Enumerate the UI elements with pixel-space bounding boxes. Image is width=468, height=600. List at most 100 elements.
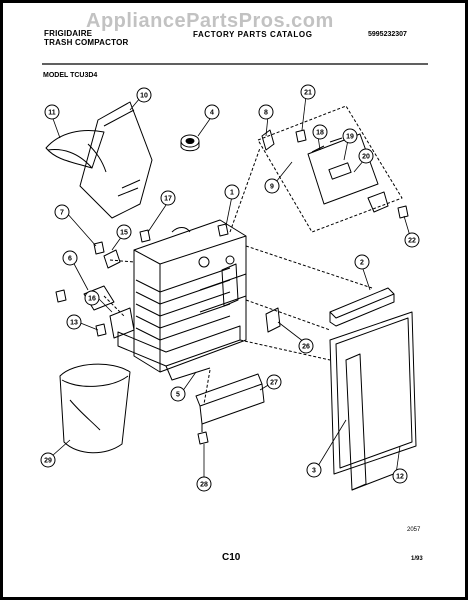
callout-circle — [264, 178, 280, 194]
part-9-door-frame — [345, 353, 405, 491]
model-label: MODEL TCU3D4 — [43, 72, 98, 79]
callout-16: 16 — [84, 290, 100, 306]
callout-29: 29 — [40, 452, 56, 468]
callout-13: 13 — [66, 314, 82, 330]
part-17-strip — [109, 307, 135, 339]
callout-layer: 1234567891011121315161718192021222627282… — [40, 84, 420, 492]
callout-circle — [358, 148, 374, 164]
callout-number: 19 — [346, 134, 354, 141]
part-13-door-panel — [329, 311, 417, 475]
callout-20: 20 — [358, 148, 374, 164]
callout-21: 21 — [300, 84, 316, 100]
callout-circle — [136, 87, 152, 103]
callout-circle — [44, 104, 60, 120]
callout-circle — [306, 462, 322, 478]
part-15-clip — [103, 249, 121, 269]
callout-number: 4 — [210, 110, 214, 117]
callout-8: 8 — [258, 104, 274, 120]
watermark: AppliancePartsPros.com — [86, 10, 334, 32]
callout-number: 20 — [362, 154, 370, 161]
part-4-knob — [180, 134, 200, 152]
page-id: C10 — [222, 552, 241, 563]
callout-19: 19 — [342, 128, 358, 144]
callout-number: 9 — [270, 184, 274, 191]
part-27-toe-panel — [195, 373, 265, 425]
part-12-lid — [45, 130, 105, 169]
drawing-number: 2057 — [407, 527, 421, 533]
part-2-handle — [329, 287, 395, 327]
part-1-housing — [133, 219, 247, 373]
revision-date: 1/93 — [411, 556, 423, 562]
callout-15: 15 — [116, 224, 132, 240]
callout-9: 9 — [264, 178, 280, 194]
callout-number: 5 — [176, 392, 180, 399]
callout-6: 6 — [62, 250, 78, 266]
product-label: TRASH COMPACTOR — [44, 38, 129, 47]
catalog-number: 5995232307 — [368, 31, 407, 38]
callout-22: 22 — [404, 232, 420, 248]
callout-circle — [392, 468, 408, 484]
callout-circle — [312, 124, 328, 140]
callout-28: 28 — [196, 476, 212, 492]
part-5-base — [117, 325, 241, 381]
callout-circle — [196, 476, 212, 492]
callout-circle — [204, 104, 220, 120]
callout-number: 21 — [304, 90, 312, 97]
callout-2: 2 — [354, 254, 370, 270]
callout-number: 22 — [408, 238, 416, 245]
callout-number: 27 — [270, 380, 278, 387]
callout-number: 2 — [360, 260, 364, 267]
callout-circle — [300, 84, 316, 100]
callout-circle — [224, 184, 240, 200]
callout-circle — [84, 290, 100, 306]
callout-circle — [62, 250, 78, 266]
callout-circle — [54, 204, 70, 220]
callout-18: 18 — [312, 124, 328, 140]
callout-number: 18 — [316, 130, 324, 137]
callout-1: 1 — [224, 184, 240, 200]
callout-3: 3 — [306, 462, 322, 478]
callout-5: 5 — [170, 386, 186, 402]
callout-number: 7 — [60, 210, 64, 217]
callout-circle — [170, 386, 186, 402]
callout-17: 17 — [160, 190, 176, 206]
assembly-leader-lines — [103, 147, 373, 405]
callout-number: 10 — [140, 93, 148, 100]
callout-number: 11 — [48, 110, 56, 117]
callout-7: 7 — [54, 204, 70, 220]
callout-circle — [66, 314, 82, 330]
catalog-title: FACTORY PARTS CATALOG — [193, 30, 313, 39]
callout-number: 6 — [68, 256, 72, 263]
callout-number: 12 — [396, 474, 404, 481]
callout-number: 15 — [120, 230, 128, 237]
callout-circle — [342, 128, 358, 144]
callout-circle — [116, 224, 132, 240]
callout-circle — [258, 104, 274, 120]
callout-number: 16 — [88, 296, 96, 303]
callout-number: 1 — [230, 190, 234, 197]
callout-27: 27 — [266, 374, 282, 390]
callout-number: 17 — [164, 196, 172, 203]
callout-circle — [266, 374, 282, 390]
callout-circle — [40, 452, 56, 468]
part-26-bracket — [265, 307, 281, 333]
callout-11: 11 — [44, 104, 60, 120]
callout-circle — [160, 190, 176, 206]
callout-number: 28 — [200, 482, 208, 489]
callout-12: 12 — [392, 468, 408, 484]
callout-number: 3 — [312, 468, 316, 475]
callout-number: 26 — [302, 344, 310, 351]
brand-label: FRIGIDAIRE — [44, 29, 93, 38]
callout-circle — [298, 338, 314, 354]
callout-10: 10 — [136, 87, 152, 103]
callout-circle — [354, 254, 370, 270]
callout-26: 26 — [298, 338, 314, 354]
part-10-switch-assembly — [257, 105, 403, 233]
callout-4: 4 — [204, 104, 220, 120]
callout-circle — [404, 232, 420, 248]
part-11-liner — [79, 101, 153, 219]
screw-parts — [55, 129, 409, 445]
